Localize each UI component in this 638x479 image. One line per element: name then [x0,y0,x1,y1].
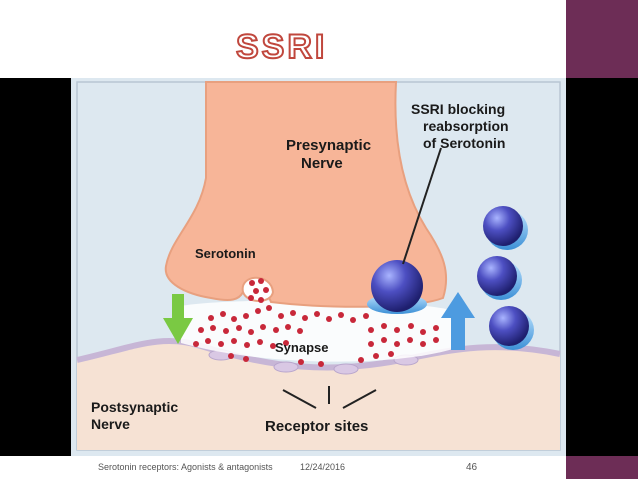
presynaptic-nerve [164,81,448,308]
ssri-molecule-1 [483,206,528,250]
slide-title: SSRI [235,27,328,67]
postsynaptic-label-line2: Nerve [91,416,130,432]
synapse-cleft [181,300,456,362]
ssri-diagram: Presynaptic Nerve SSRI blocking reabsorp… [71,78,566,456]
receptor-leader-lines [282,386,377,409]
blue-arrow [441,292,475,350]
postsynaptic-label-line1: Postsynaptic [91,399,178,415]
side-panel-left [0,78,71,456]
ssri-molecule-2 [477,256,522,300]
presynaptic-label-line1: Presynaptic [286,137,371,154]
ssri-label-line3: of Serotonin [423,135,505,151]
serotonin-label: Serotonin [195,246,256,261]
footer-page-number: 46 [466,462,478,473]
ssri-label-line2: reabsorption [423,118,509,134]
ssri-leader-line [402,147,442,265]
footer-date: 12/24/2016 [300,462,346,472]
ssri-label-line1: SSRI blocking [411,101,505,117]
side-panel-right [566,78,638,456]
presynaptic-label-line2: Nerve [301,155,343,172]
synapse-label: Synapse [275,340,328,355]
footer-title: Serotonin receptors: Agonists & antagoni… [98,462,273,472]
ssri-molecule-3 [489,306,534,350]
accent-bar-bottom [566,456,638,479]
serotonin-molecules [193,278,439,367]
ssri-molecule-blocking [367,260,427,314]
green-arrow [163,294,193,344]
accent-bar-top [566,0,638,78]
receptor-sites-label: Receptor sites [265,418,368,435]
postsynaptic-nerve [77,340,560,450]
